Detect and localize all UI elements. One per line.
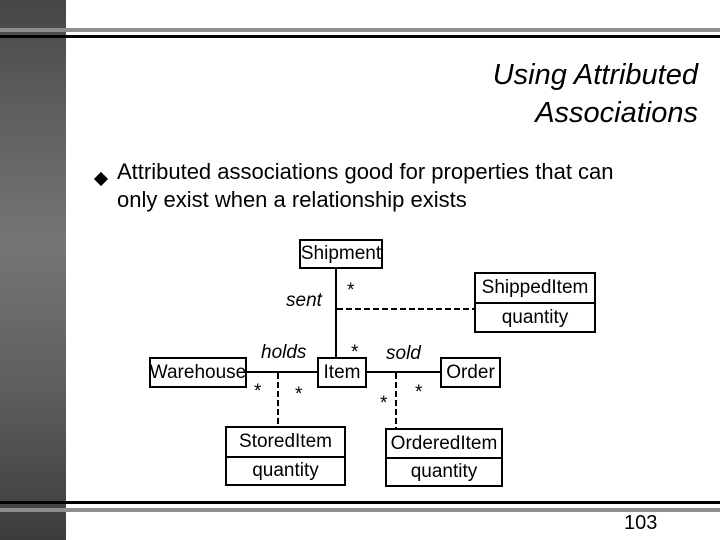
multiplicity-sent-shipment: *	[347, 280, 355, 301]
association-label-sold: sold	[386, 343, 421, 364]
class-box-warehouse: Warehouse	[149, 357, 247, 388]
attribute-link-storeditem	[277, 373, 279, 426]
page-number: 103	[624, 512, 658, 534]
multiplicity-sent-item: *	[351, 342, 359, 363]
top-rule-gray	[0, 28, 720, 32]
class-name-shipment: Shipment	[300, 243, 382, 264]
left-accent-bar	[0, 0, 66, 540]
association-label-holds: holds	[261, 342, 307, 363]
class-name-order: Order	[446, 361, 495, 383]
bottom-rule-black	[0, 501, 720, 504]
class-name-item: Item	[323, 361, 361, 383]
class-box-order: Order	[440, 357, 501, 388]
class-box-shipment: Shipment	[299, 239, 383, 269]
top-rule-black	[0, 35, 720, 38]
class-name-shippeditem: ShippedItem	[481, 277, 589, 298]
multiplicity-sold-order: *	[415, 382, 423, 403]
multiplicity-sold-item: *	[380, 393, 388, 414]
bullet-text-line2: only exist when a relationship exists	[117, 187, 467, 212]
class-box-shippeditem: ShippedItem quantity	[474, 272, 596, 333]
slide-title-line2: Associations	[535, 97, 698, 129]
bottom-rule-gray	[0, 508, 720, 512]
multiplicity-holds-item: *	[295, 384, 303, 405]
class-name-warehouse: Warehouse	[149, 361, 247, 383]
slide-title: Using Attributed Associations	[278, 56, 698, 132]
class-name-storeditem: StoredItem	[239, 431, 332, 452]
class-attribute-shippeditem: quantity	[476, 302, 594, 331]
class-attribute-storeditem: quantity	[227, 456, 344, 484]
bullet-text: Attributed associations good for propert…	[117, 158, 692, 214]
class-box-item: Item	[317, 357, 367, 388]
association-line-holds	[246, 371, 317, 373]
class-box-ordereditem: OrderedItem quantity	[385, 428, 503, 487]
attribute-link-shippeditem	[337, 308, 474, 310]
bullet-diamond-icon	[93, 171, 109, 187]
bullet-text-line1: Attributed associations good for propert…	[117, 159, 614, 184]
association-line-sent	[335, 269, 337, 357]
multiplicity-holds-warehouse: *	[254, 381, 262, 402]
association-line-sold	[366, 371, 440, 373]
class-attribute-ordereditem: quantity	[387, 457, 501, 485]
slide-title-line1: Using Attributed	[492, 59, 698, 91]
association-label-sent: sent	[286, 290, 322, 311]
attribute-link-ordereditem	[395, 373, 397, 428]
class-name-ordereditem: OrderedItem	[390, 433, 498, 454]
class-box-storeditem: StoredItem quantity	[225, 426, 346, 486]
